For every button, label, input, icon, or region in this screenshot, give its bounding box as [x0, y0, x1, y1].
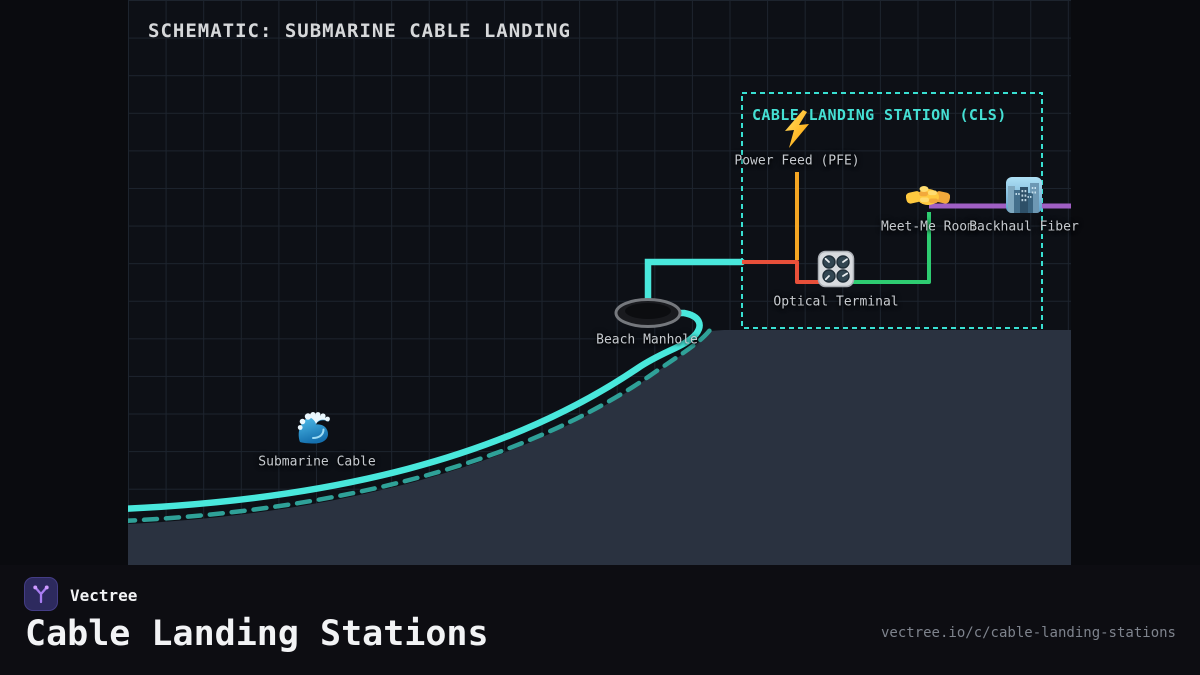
footer-bar [0, 565, 1200, 675]
land-mass [128, 330, 1071, 565]
brand-name: Vectree [70, 586, 138, 605]
lightning-icon [778, 109, 818, 149]
cls-box-border [741, 92, 1043, 329]
node-label-optical-terminal: Optical Terminal [773, 294, 899, 310]
cls-box-label: CABLE LANDING STATION (CLS) [752, 106, 1007, 124]
wave-icon [296, 409, 336, 449]
cable-riser-path [644, 258, 746, 315]
control-knobs-icon [816, 249, 856, 289]
footer-url: vectree.io/c/cable-landing-stations [880, 625, 1176, 641]
vectree-logo [24, 577, 58, 611]
manhole-icon [614, 298, 682, 328]
submarine-cable-path [128, 309, 703, 512]
node-label-backhaul-fiber: Backhaul Fiber [969, 219, 1079, 235]
node-label-meet-me-room: Meet-Me Room [881, 219, 975, 235]
terminal-feed-line [742, 260, 819, 284]
node-label-power-feed: Power Feed (PFE) [734, 153, 860, 169]
terminal-meetme-line [853, 212, 931, 284]
diagram-title: SCHEMATIC: SUBMARINE CABLE LANDING [148, 20, 571, 42]
cityscape-icon [1005, 176, 1043, 214]
handshake-icon [905, 176, 951, 216]
footer-title: Cable Landing Stations [25, 614, 489, 654]
vectree-glyph-icon [33, 585, 49, 604]
node-label-beach-manhole: Beach Manhole [596, 332, 698, 348]
shore-outline [128, 327, 713, 523]
node-label-submarine-cable: Submarine Cable [258, 454, 376, 470]
